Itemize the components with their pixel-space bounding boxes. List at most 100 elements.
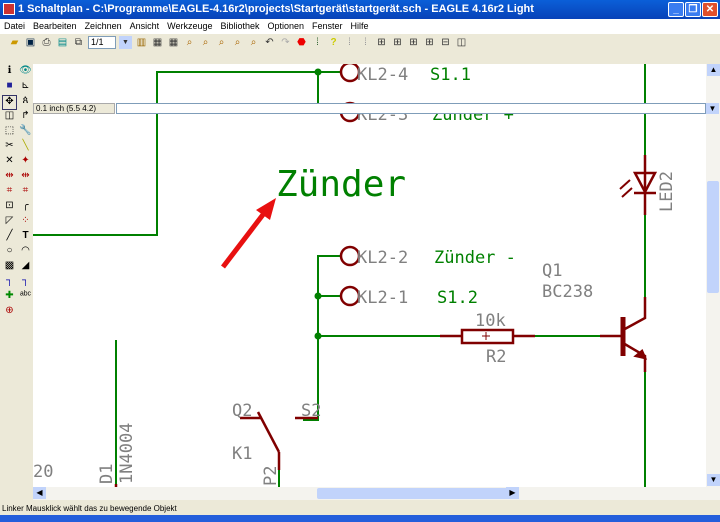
label-r2: R2 bbox=[486, 347, 506, 367]
title-bar: 1 Schaltplan - C:\Programme\EAGLE-4.16r2… bbox=[0, 0, 720, 19]
sheet-dropdown-icon[interactable]: ▼ bbox=[119, 36, 132, 49]
menu-bibliothek[interactable]: Bibliothek bbox=[220, 21, 260, 31]
label-q2: Q2 bbox=[232, 401, 252, 421]
layout5-icon[interactable]: ⊟ bbox=[441, 37, 450, 48]
add-icon[interactable]: ✦ bbox=[21, 155, 30, 166]
gateswap-icon[interactable]: ⇹ bbox=[21, 170, 30, 181]
show-icon[interactable]: 👁 bbox=[19, 65, 32, 76]
circle-icon[interactable]: ○ bbox=[6, 245, 13, 256]
paste-icon[interactable]: ╲ bbox=[22, 140, 29, 151]
erc-icon[interactable]: ⊕ bbox=[5, 305, 14, 316]
menu-hilfe[interactable]: Hilfe bbox=[350, 21, 369, 31]
terminal-kl2-1 bbox=[339, 285, 361, 307]
redo-icon[interactable]: ↷ bbox=[281, 37, 290, 48]
help-icon[interactable]: ? bbox=[330, 37, 337, 48]
copy-icon[interactable]: ጰ bbox=[22, 95, 29, 106]
label-icon[interactable]: ᵃᵇᶜ bbox=[19, 290, 32, 301]
bus-icon[interactable]: ┐ bbox=[5, 275, 14, 286]
layout3-icon[interactable]: ⊞ bbox=[409, 37, 418, 48]
command-dropdown-icon[interactable]: ▼ bbox=[706, 103, 719, 114]
scroll-down-icon[interactable]: ▼ bbox=[707, 474, 720, 486]
menu-fenster[interactable]: Fenster bbox=[312, 21, 343, 31]
layout4-icon[interactable]: ⊞ bbox=[425, 37, 434, 48]
menu-bar: Datei Bearbeiten Zeichnen Ansicht Werkze… bbox=[0, 19, 720, 34]
move-icon[interactable]: ✥ bbox=[2, 95, 17, 110]
group-icon[interactable]: ⬚ bbox=[4, 125, 15, 136]
replace-icon[interactable]: ⌗ bbox=[6, 185, 13, 196]
rect-icon[interactable]: ▩ bbox=[4, 260, 15, 271]
value-icon[interactable]: ⁘ bbox=[21, 215, 30, 226]
miter-icon[interactable]: ╭ bbox=[22, 200, 29, 211]
grid-icon[interactable]: ⁞ bbox=[348, 37, 351, 48]
cam-icon[interactable]: ▤ bbox=[57, 37, 68, 48]
junction-icon[interactable]: ✚ bbox=[5, 290, 14, 301]
rotate-icon[interactable]: ↱ bbox=[21, 110, 30, 121]
invoke-icon[interactable]: ⌗ bbox=[22, 185, 29, 196]
stop-icon[interactable]: ⬣ bbox=[297, 37, 306, 48]
menu-werkzeuge[interactable]: Werkzeuge bbox=[167, 21, 213, 31]
scroll-right-icon[interactable]: ▶ bbox=[506, 487, 519, 499]
relay-switch-k1 bbox=[256, 411, 281, 453]
label-20: 20 bbox=[33, 462, 53, 482]
scroll-up-icon[interactable]: ▲ bbox=[707, 64, 720, 76]
label-k1: K1 bbox=[232, 444, 252, 464]
change-icon[interactable]: 🔧 bbox=[19, 125, 32, 136]
close-button[interactable]: ✕ bbox=[702, 2, 718, 17]
zoom-out-icon[interactable]: ⌕ bbox=[218, 37, 225, 48]
delete-icon[interactable]: ✕ bbox=[5, 155, 14, 166]
pinswap-icon[interactable]: ⇹ bbox=[5, 170, 14, 181]
window-title: 1 Schaltplan - C:\Programme\EAGLE-4.16r2… bbox=[18, 3, 534, 15]
label-10k: 10k bbox=[475, 311, 506, 331]
zoom-in-icon[interactable]: ⌕ bbox=[202, 37, 209, 48]
parts bbox=[114, 61, 658, 487]
sheet-icon[interactable]: ⧉ bbox=[74, 37, 83, 48]
text-icon[interactable]: T bbox=[22, 230, 29, 241]
sheet-select[interactable]: 1/1 bbox=[88, 36, 116, 49]
open-icon[interactable]: ▰ bbox=[10, 37, 19, 48]
info-icon[interactable]: ℹ bbox=[7, 65, 12, 76]
display-icon[interactable]: ■ bbox=[6, 80, 13, 91]
undo-icon[interactable]: ↶ bbox=[265, 37, 274, 48]
library-icon[interactable]: ▥ bbox=[136, 37, 147, 48]
script-icon[interactable]: ▦ bbox=[152, 37, 163, 48]
layout2-icon[interactable]: ⊞ bbox=[393, 37, 402, 48]
cut-icon[interactable]: ✂ bbox=[5, 140, 14, 151]
minimize-button[interactable]: _ bbox=[668, 2, 684, 17]
go-icon[interactable]: ⁞ bbox=[316, 37, 319, 48]
split-icon[interactable]: ⊡ bbox=[5, 200, 14, 211]
label-p2: P2 bbox=[261, 466, 281, 486]
layout1-icon[interactable]: ⊞ bbox=[377, 37, 386, 48]
ulp-icon[interactable]: ▦ bbox=[168, 37, 179, 48]
horizontal-scroll-thumb[interactable] bbox=[317, 488, 517, 499]
redraw-icon[interactable]: ⌕ bbox=[234, 37, 241, 48]
zoom-select-icon[interactable]: ⌕ bbox=[250, 37, 257, 48]
grid2-icon[interactable]: ⁞ bbox=[364, 37, 367, 48]
layout6-icon[interactable]: ◫ bbox=[456, 37, 467, 48]
restore-button[interactable]: ❐ bbox=[685, 2, 701, 17]
wire-icon[interactable]: ╱ bbox=[6, 230, 13, 241]
junctions bbox=[314, 68, 322, 340]
polygon-icon[interactable]: ◢ bbox=[21, 260, 30, 271]
net-icon[interactable]: ┐ bbox=[21, 275, 30, 286]
label-bc238: BC238 bbox=[542, 282, 593, 302]
save-icon[interactable]: ▣ bbox=[25, 37, 36, 48]
schematic-canvas[interactable]: KL2-4 KL2-3 KL2-2 KL2-1 Q1 BC238 10k R2 … bbox=[33, 61, 706, 487]
command-input[interactable] bbox=[116, 103, 706, 114]
menu-datei[interactable]: Datei bbox=[4, 21, 26, 31]
vertical-scroll-thumb[interactable] bbox=[707, 181, 719, 293]
led2-diode bbox=[632, 171, 658, 195]
smash-icon[interactable]: ◸ bbox=[5, 215, 14, 226]
scroll-left-icon[interactable]: ◀ bbox=[33, 487, 46, 499]
print-icon[interactable]: ⎙ bbox=[42, 37, 51, 48]
menu-ansicht[interactable]: Ansicht bbox=[129, 21, 160, 31]
mark-icon[interactable]: ⊾ bbox=[21, 80, 30, 91]
mirror-icon[interactable]: ◫ bbox=[4, 110, 15, 121]
arc-icon[interactable]: ◠ bbox=[21, 245, 30, 256]
menu-optionen[interactable]: Optionen bbox=[267, 21, 305, 31]
horizontal-scrollbar[interactable]: ◀ ▶ bbox=[33, 487, 706, 500]
menu-bearbeiten[interactable]: Bearbeiten bbox=[33, 21, 77, 31]
vertical-scrollbar[interactable]: ▲ ▼ bbox=[706, 64, 720, 500]
label-q1: Q1 bbox=[542, 261, 562, 281]
menu-zeichnen[interactable]: Zeichnen bbox=[84, 21, 122, 31]
zoom-fit-icon[interactable]: ⌕ bbox=[186, 37, 193, 48]
